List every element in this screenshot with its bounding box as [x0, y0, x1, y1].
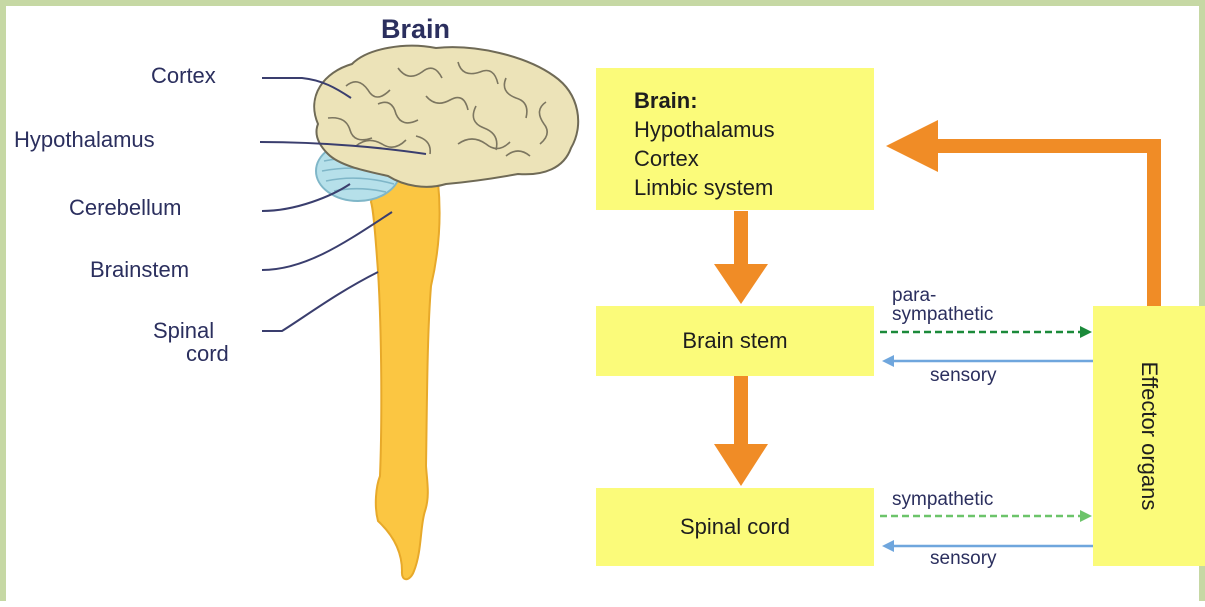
brain-box-item: Hypothalamus: [634, 115, 874, 144]
brain-box-item: Limbic system: [634, 173, 874, 202]
brainstem-label: Brainstem: [90, 258, 189, 282]
effector-to-brain-arrow-shaft: [936, 146, 1154, 306]
parasympathetic-label-line2: sympathetic: [892, 305, 993, 325]
brain-box: Brain: Hypothalamus Cortex Limbic system: [596, 68, 874, 210]
cortex-label: Cortex: [151, 64, 216, 88]
brain-stem-box-label: Brain stem: [682, 328, 787, 353]
sensory-lower-arrowhead: [882, 540, 894, 552]
hypothalamus-label: Hypothalamus: [14, 128, 155, 152]
sensory-upper-label: sensory: [930, 366, 997, 386]
effector-organs-label: Effector organs: [1136, 362, 1162, 511]
cerebellum-label: Cerebellum: [69, 196, 182, 220]
brainstem-pointer-line: [262, 212, 392, 270]
brain-box-item: Cortex: [634, 144, 874, 173]
brain-box-heading: Brain:: [634, 86, 874, 115]
spinal-cord-pointer-line: [262, 272, 378, 331]
parasympathetic-label-line1: para-: [892, 286, 936, 306]
spinal-cord-illustration: [371, 171, 440, 579]
spinal-cord-label-line2: cord: [186, 342, 229, 366]
brainstem-to-spinal-arrowhead: [714, 444, 768, 486]
sympathetic-arrowhead: [1080, 510, 1092, 522]
sensory-lower-label: sensory: [930, 549, 997, 569]
sympathetic-label: sympathetic: [892, 490, 993, 510]
effector-organs-box: Effector organs: [1093, 306, 1205, 566]
spinal-cord-box: Spinal cord: [596, 488, 874, 566]
brain-to-brainstem-arrowhead: [714, 264, 768, 304]
effector-to-brain-arrowhead: [886, 120, 938, 172]
brain-title: Brain: [381, 14, 450, 44]
brain-illustration: [314, 46, 578, 187]
parasympathetic-arrowhead: [1080, 326, 1092, 338]
spinal-cord-box-label: Spinal cord: [680, 514, 790, 539]
brain-stem-box: Brain stem: [596, 306, 874, 376]
sensory-upper-arrowhead: [882, 355, 894, 367]
spinal-cord-label-line1: Spinal: [153, 319, 214, 343]
